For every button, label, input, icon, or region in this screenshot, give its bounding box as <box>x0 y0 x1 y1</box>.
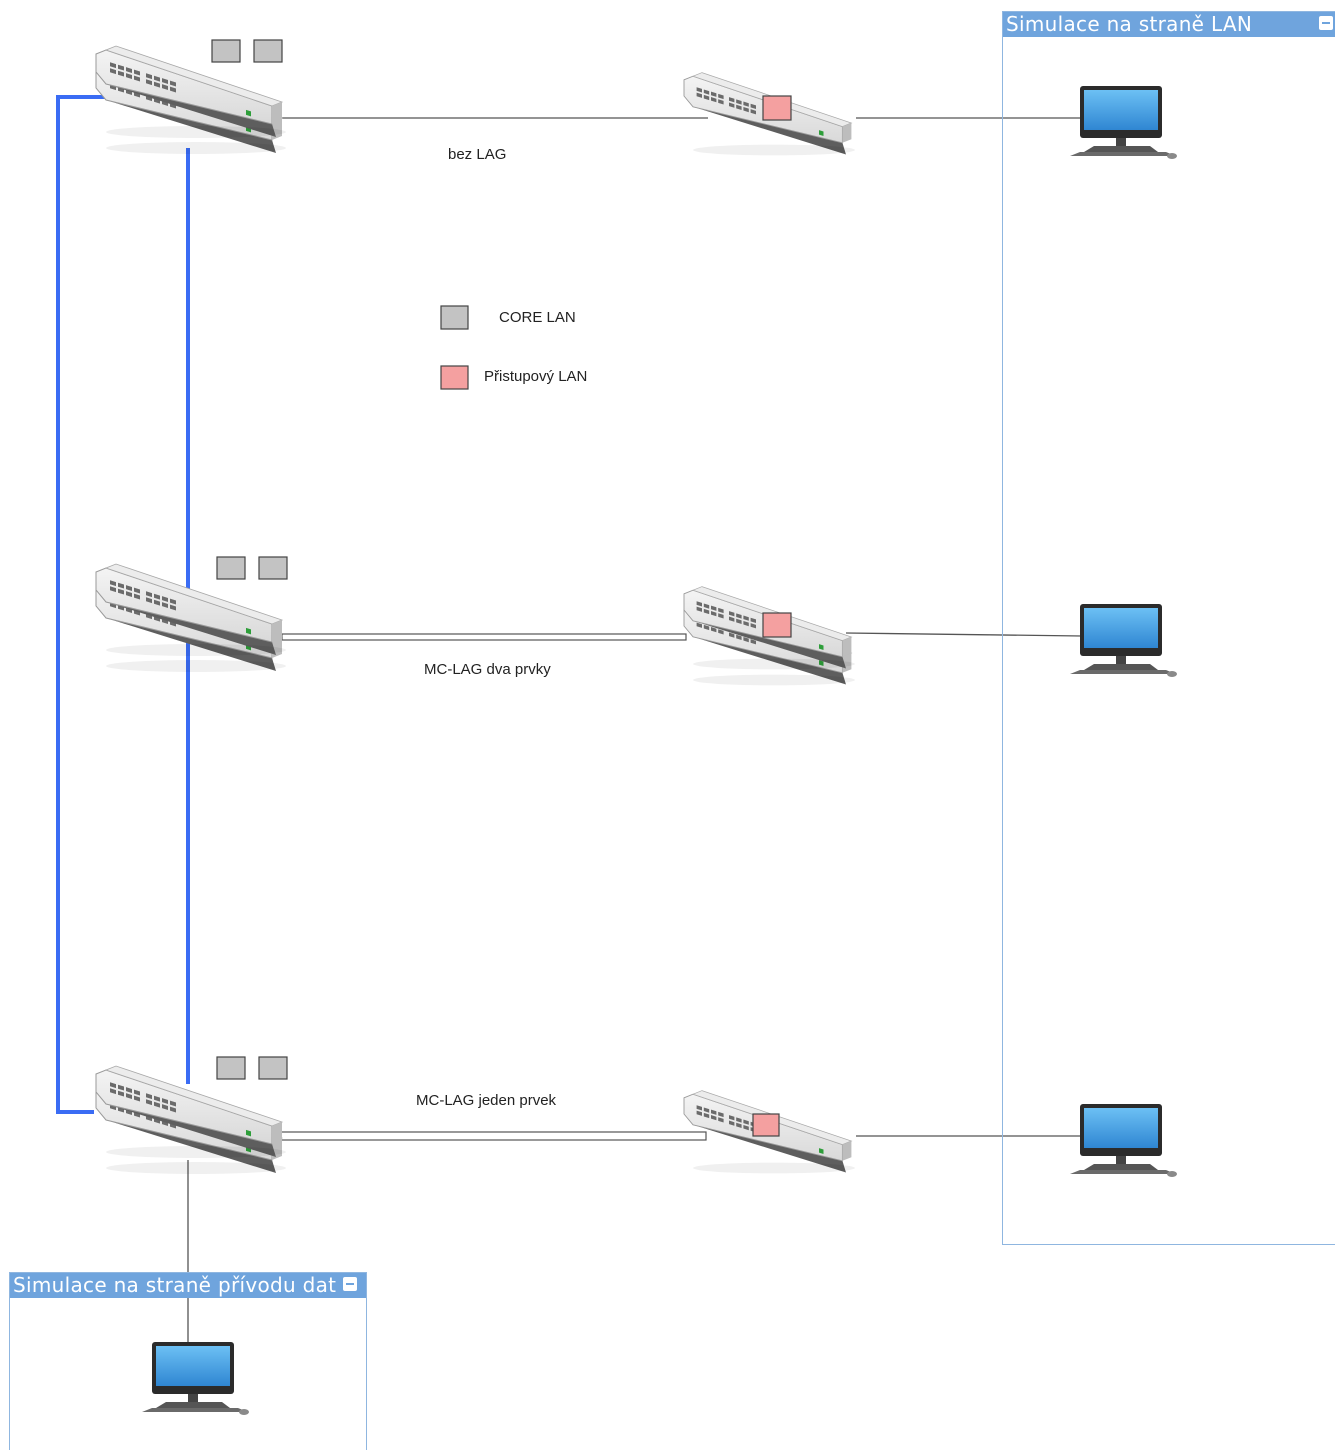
legend-access-label: Přistupový LAN <box>484 368 588 385</box>
core-marker <box>216 1056 246 1080</box>
lan-simulation-header[interactable]: Simulace na straně LAN <box>1003 12 1335 37</box>
legend-core-marker <box>440 305 469 330</box>
legend-core-label: CORE LAN <box>499 309 576 326</box>
legend-access-marker <box>440 365 469 390</box>
collapse-icon[interactable] <box>343 1277 357 1291</box>
link-label-bez-lag: bez LAG <box>448 146 507 163</box>
link-access-pc-2 <box>845 632 1083 637</box>
core-switch-middle <box>95 563 287 673</box>
lan-simulation-container: Simulace na straně LAN <box>1002 11 1335 1245</box>
uplink-simulation-container: Simulace na straně přívodu dat <box>9 1272 367 1450</box>
core-marker <box>258 556 288 580</box>
link-mc-lag-dva <box>281 633 687 641</box>
lan-simulation-title: Simulace na straně LAN <box>1006 12 1253 36</box>
core-marker <box>216 556 246 580</box>
core-marker <box>211 39 241 63</box>
link-label-mc-lag-dva: MC-LAG dva prvky <box>424 661 551 678</box>
uplink-simulation-title: Simulace na straně přívodu dat <box>13 1273 337 1297</box>
access-marker <box>762 612 792 638</box>
core-switch-bottom <box>95 1065 287 1175</box>
core-marker <box>258 1056 288 1080</box>
collapse-icon[interactable] <box>1319 16 1333 30</box>
access-marker <box>762 95 792 121</box>
uplink-loop-outer <box>56 95 118 1114</box>
uplink-simulation-header[interactable]: Simulace na straně přívodu dat <box>10 1273 366 1298</box>
link-mc-lag-jeden <box>277 1131 707 1141</box>
link-label-mc-lag-jeden: MC-LAG jeden prvek <box>416 1092 557 1109</box>
access-marker <box>752 1113 780 1137</box>
core-marker <box>253 39 283 63</box>
